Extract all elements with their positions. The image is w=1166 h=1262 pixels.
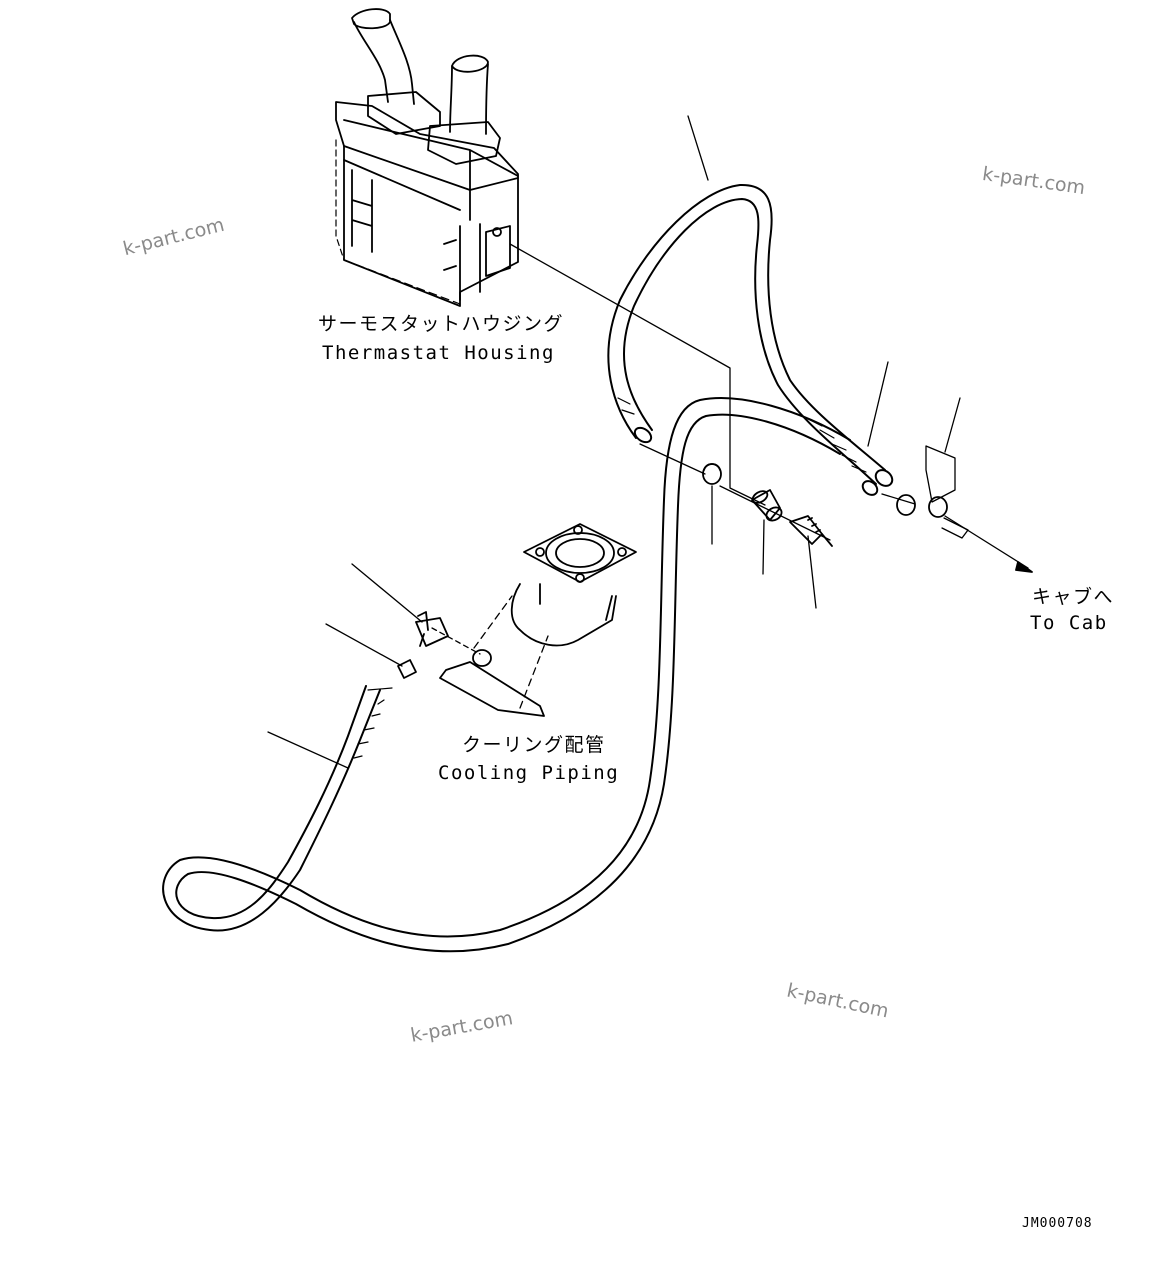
to-cab-label-en: To Cab: [1030, 612, 1108, 634]
hose-clamp-2: [896, 445, 1033, 573]
thermostat-housing-label-jp: サーモスタットハウジング: [318, 313, 565, 335]
cooling-piping-elbow: [439, 523, 637, 717]
to-cab-label-jp: キャブへ: [1032, 586, 1115, 608]
drain-valve: [789, 515, 833, 547]
cooling-piping-label-en: Cooling Piping: [438, 762, 620, 784]
adapter-fitting: [751, 489, 783, 522]
thermostat-housing-label-en: Thermastat Housing: [322, 342, 555, 364]
thermostat-housing: [335, 8, 519, 307]
hose-clamp-1: [702, 463, 722, 485]
drawing-code: JM000708: [1022, 1216, 1093, 1231]
lower-heater-hose: [162, 397, 851, 953]
leader-lines: [267, 115, 1029, 769]
cooling-piping-label-jp: クーリング配管: [462, 734, 606, 756]
upper-heater-hose: [607, 183, 894, 496]
water-cock: [397, 611, 449, 679]
